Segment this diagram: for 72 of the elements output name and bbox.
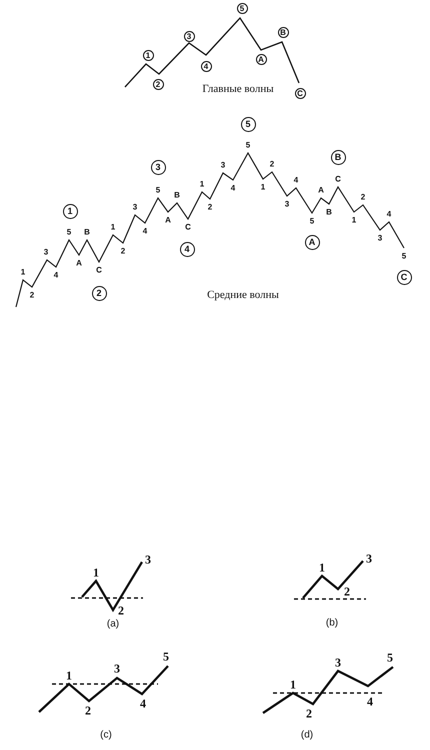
wave-label: 5 (310, 216, 314, 226)
wave-label: A (318, 186, 324, 194)
circled-wave-label: B (330, 150, 346, 164)
wave-label: 1 (260, 182, 266, 192)
wave-label: C (96, 266, 102, 274)
wave-label: 5 (246, 140, 250, 150)
wave-label: 2 (360, 192, 366, 202)
wave-label: 5 (402, 252, 406, 260)
circled-wave-label: C (294, 88, 306, 98)
wave-label: B (326, 208, 332, 216)
wave-label: 3 (145, 552, 151, 568)
circled-wave-label: 4 (180, 242, 194, 256)
wave-label: 4 (386, 210, 392, 218)
wave-label: 4 (142, 226, 148, 236)
wave-label: B (174, 190, 180, 200)
circled-wave-label: 3 (150, 160, 166, 174)
wave-label: 1 (20, 268, 26, 276)
wave-label: 2 (344, 584, 350, 600)
circled-wave-label: A (304, 234, 320, 250)
wave-label: 2 (118, 604, 124, 618)
wave-label: 3 (220, 160, 226, 170)
wave-label: 3 (366, 552, 372, 566)
wave-label: 5 (156, 186, 160, 194)
wave-label: 3 (44, 248, 48, 256)
wave-label: 1 (290, 678, 296, 692)
chart-caption: Главные волны (202, 83, 274, 95)
wave-label: A (76, 258, 82, 268)
wave-label: 3 (114, 662, 120, 676)
wave-label: 2 (30, 290, 34, 300)
circled-wave-label: 1 (62, 204, 78, 218)
wave-label: 2 (270, 160, 274, 168)
wave-label: 4 (230, 184, 236, 192)
circled-wave-label: 5 (240, 116, 256, 132)
wave-label: 5 (163, 650, 169, 664)
wave-label: 5 (387, 650, 393, 666)
wave-label: 2 (120, 246, 126, 256)
panel-label: (b) (326, 618, 338, 628)
wave-label: 3 (284, 200, 290, 208)
wave-label: 1 (66, 668, 72, 684)
wave-label: 1 (110, 222, 116, 232)
circled-wave-label: B (278, 26, 288, 38)
circled-wave-label: 5 (236, 2, 248, 14)
circled-wave-label: C (396, 270, 412, 284)
panel-label: (c) (100, 730, 112, 740)
wave-label: 1 (319, 560, 325, 576)
wave-label: 4 (54, 270, 58, 280)
circled-wave-label: A (256, 54, 266, 64)
wave-label: 3 (335, 656, 341, 670)
wave-label: 4 (367, 694, 373, 710)
wave-label: 4 (140, 696, 146, 712)
wave-label: 3 (132, 202, 138, 212)
wave-label: 1 (93, 566, 99, 580)
wave-label: 2 (306, 706, 312, 722)
circled-wave-label: 2 (92, 286, 106, 300)
wave-label: B (84, 228, 90, 236)
circled-wave-label: 3 (184, 30, 194, 42)
wave-label: 5 (66, 228, 72, 236)
wave-label: C (185, 222, 191, 232)
panel-label: (d) (300, 730, 314, 740)
chart-caption: Средние волны (207, 289, 279, 301)
panel-label: (a) (106, 618, 120, 630)
wave-label: 1 (352, 216, 356, 224)
wave-label: A (165, 216, 171, 224)
wave-label: 2 (85, 704, 91, 718)
circled-wave-label: 1 (142, 50, 154, 60)
circled-wave-label: 4 (200, 60, 212, 72)
circled-wave-label: 2 (152, 78, 164, 90)
wave-label: 1 (200, 180, 204, 188)
wave-label: C (335, 174, 341, 184)
wave-label: 2 (208, 202, 212, 212)
wave-label: 4 (294, 176, 298, 184)
wave-label: 3 (378, 234, 382, 242)
